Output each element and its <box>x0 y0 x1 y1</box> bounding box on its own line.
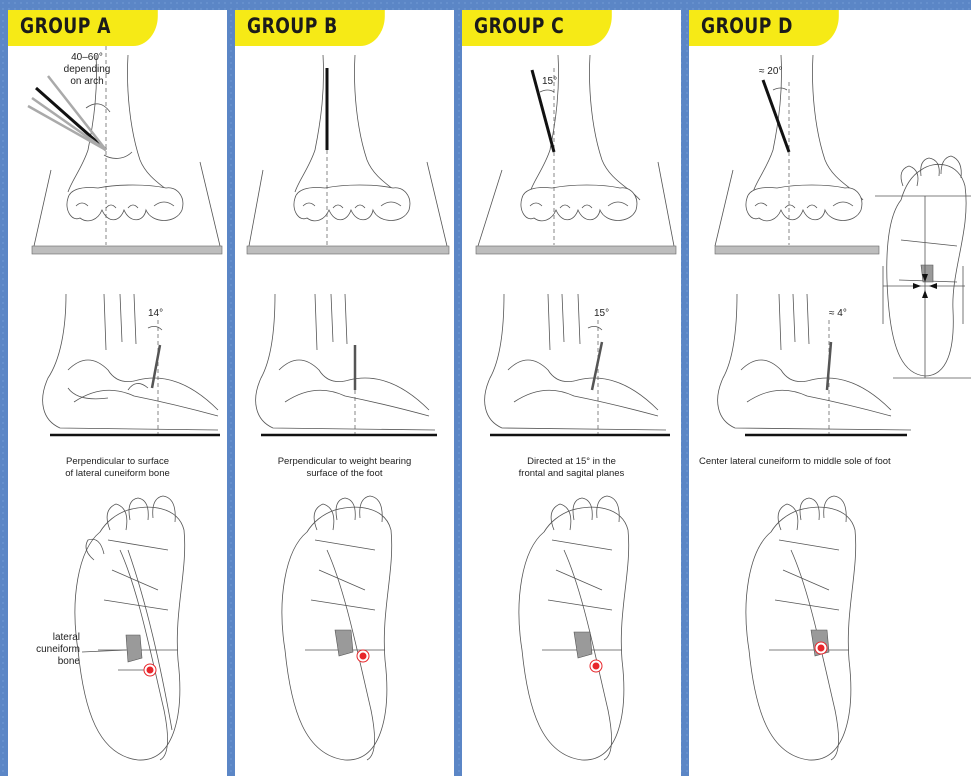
needle-d-top <box>763 80 789 152</box>
panel-group-c: GROUP C <box>462 10 681 776</box>
group-d-illustration <box>689 10 971 776</box>
side-foot-drawing <box>43 294 220 435</box>
lateral-cuneiform-highlight <box>126 635 142 662</box>
group-b-illustration <box>235 10 454 776</box>
inset-foot-crosshair <box>875 156 971 378</box>
injection-marker-c <box>593 663 600 670</box>
plantar-foot-drawing <box>519 496 629 760</box>
group-d-caption: Center lateral cuneiform to middle sole … <box>689 456 918 468</box>
plantar-foot-drawing <box>746 496 856 760</box>
panel-group-a: GROUP A <box>8 10 227 776</box>
group-a-side-angle: 14° <box>148 308 163 320</box>
group-d-side-angle: ≈ 4° <box>829 308 847 320</box>
group-b-caption: Perpendicular to weight bearing surface … <box>235 456 454 480</box>
injection-marker-a <box>147 667 154 674</box>
plantar-foot-drawing <box>282 496 392 760</box>
group-a-bone-label: lateral cuneiform bone <box>20 632 80 668</box>
group-d-top-angle: ≈ 20° <box>759 66 782 78</box>
group-c-top-angle: 15° <box>542 76 557 88</box>
group-c-caption: Directed at 15° in the frontal and sagit… <box>462 456 681 480</box>
panel-group-b: GROUP B <box>235 10 454 776</box>
group-c-illustration <box>462 10 681 776</box>
group-c-side-angle: 15° <box>594 308 609 320</box>
front-foot-drawing <box>476 55 676 254</box>
panel-group-d: GROUP D <box>689 10 971 776</box>
group-a-top-angle: 40–60° depending on arch <box>54 52 120 88</box>
injection-marker-d <box>818 645 825 652</box>
side-foot-drawing <box>485 294 670 435</box>
front-foot-drawing <box>247 55 449 254</box>
plantar-foot-drawing <box>75 496 185 760</box>
front-foot-drawing <box>715 55 879 254</box>
group-a-caption: Perpendicular to surface of lateral cune… <box>8 456 227 480</box>
injection-marker-b <box>360 653 367 660</box>
side-foot-drawing <box>718 294 911 435</box>
side-foot-drawing <box>256 294 437 435</box>
